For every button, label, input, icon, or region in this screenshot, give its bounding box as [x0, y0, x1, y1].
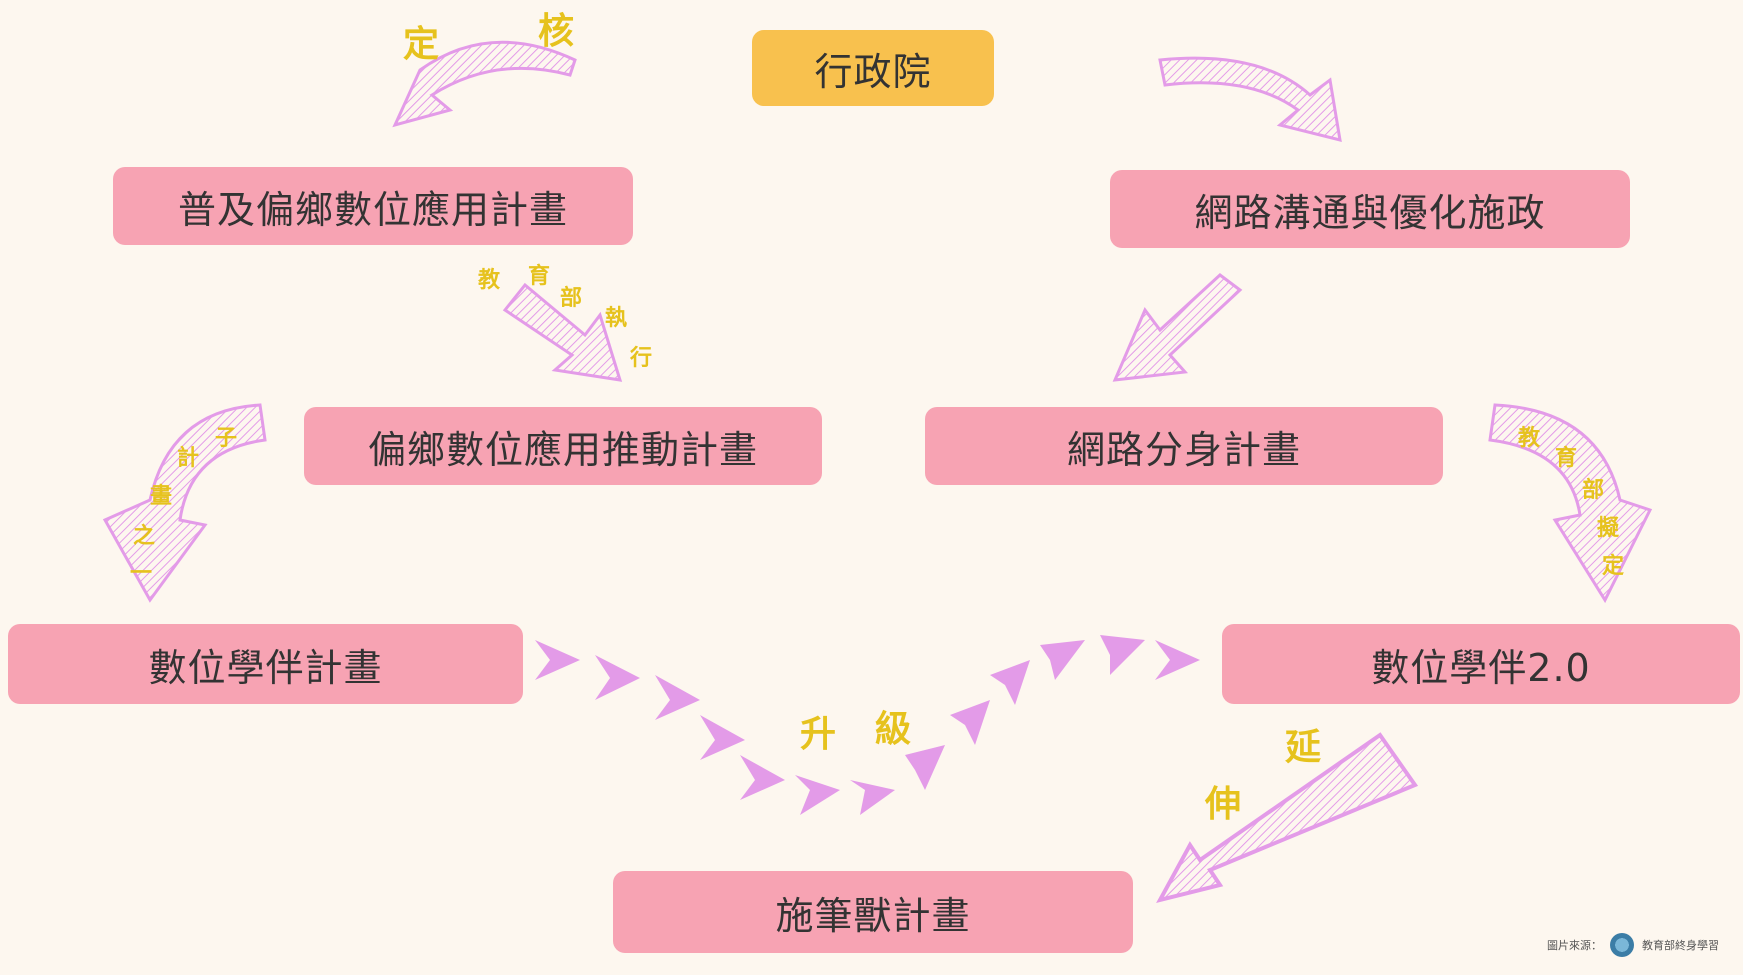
node-bottom-label: 施筆獸計畫 [775, 893, 971, 938]
node-left3: 數位學伴計畫 [8, 624, 523, 704]
node-right2: 網路分身計畫 [925, 407, 1443, 485]
label-ding: 定 [403, 24, 440, 65]
moe-logo-icon [1610, 933, 1634, 957]
credit-left: 圖片來源： [1547, 939, 1602, 952]
label-he: 核 [538, 11, 575, 52]
node-right2-label: 網路分身計畫 [1066, 427, 1301, 472]
label-edu-exec-3: 部 [560, 286, 583, 311]
label-edu-exec-4: 執 [605, 306, 628, 331]
node-bottom: 施筆獸計畫 [613, 871, 1133, 953]
label-ji: 級 [875, 709, 912, 750]
label-edu-exec-2: 育 [528, 264, 551, 289]
node-left3-label: 數位學伴計畫 [148, 645, 383, 690]
label-sub-plan-1: 子 [215, 426, 238, 451]
node-left1-label: 普及偏鄉數位應用計畫 [177, 187, 568, 232]
node-right3-label: 數位學伴2.0 [1371, 645, 1591, 690]
curved-arrow-top-left [392, 40, 577, 128]
label-sub-plan-2: 計 [177, 446, 200, 471]
node-right1-label: 網路溝通與優化施政 [1194, 190, 1546, 235]
label-edu-plan-5: 定 [1602, 554, 1625, 579]
label-sub-plan-3: 畫 [150, 484, 173, 509]
edu-exec-arrow [502, 282, 623, 382]
node-executive-yuan: 行政院 [752, 30, 994, 106]
node-right3: 數位學伴2.0 [1222, 624, 1740, 704]
node-executive-yuan-label: 行政院 [814, 49, 932, 94]
label-edu-plan-4: 擬 [1597, 516, 1620, 541]
label-sheng: 升 [800, 714, 837, 755]
down-left-arrow [1112, 273, 1243, 382]
label-sub-plan-5: 一 [130, 561, 153, 586]
curved-arrow-top-right [1158, 56, 1342, 143]
node-left2: 偏鄉數位應用推動計畫 [304, 407, 822, 485]
edu-plan-arrow [1488, 403, 1653, 604]
credit-right: 教育部終身學習 [1642, 939, 1719, 952]
label-edu-plan-2: 育 [1555, 446, 1578, 471]
node-left1: 普及偏鄉數位應用計畫 [113, 167, 633, 245]
label-edu-plan-3: 部 [1582, 478, 1605, 503]
label-shen: 伸 [1205, 784, 1242, 825]
node-right1: 網路溝通與優化施政 [1110, 170, 1630, 248]
label-sub-plan-4: 之 [133, 524, 156, 549]
label-edu-exec-1: 教 [478, 268, 501, 293]
upgrade-chevrons [535, 635, 1200, 815]
label-edu-exec-5: 行 [630, 346, 653, 371]
label-yan: 延 [1285, 727, 1322, 768]
label-edu-plan-1: 教 [1518, 426, 1541, 451]
node-left2-label: 偏鄉數位應用推動計畫 [367, 427, 758, 472]
extend-arrow [1156, 732, 1419, 904]
sub-plan-arrow [102, 403, 267, 603]
source-credit: 圖片來源： 教育部終身學習 [1547, 933, 1719, 957]
